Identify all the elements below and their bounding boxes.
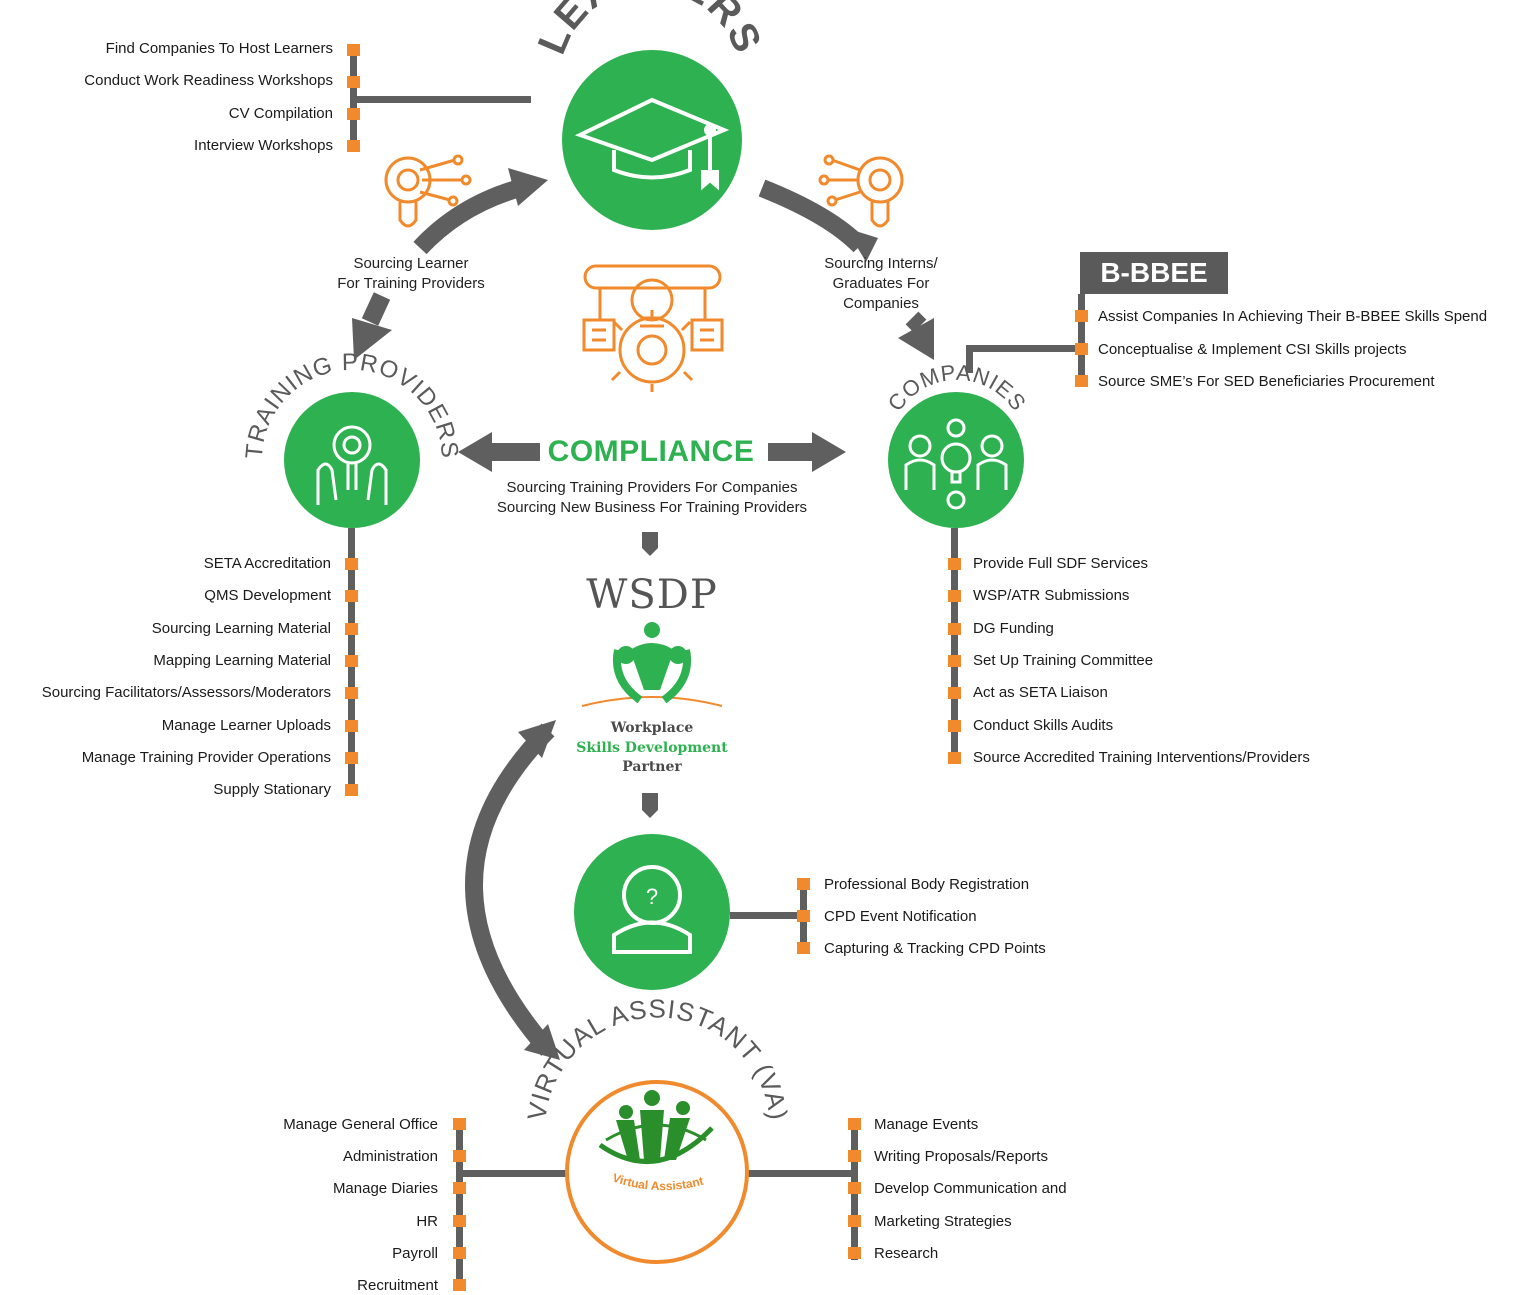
learners-node: LEARNERS <box>530 0 768 230</box>
arrow-compliance-left <box>458 432 540 472</box>
va-people-logo-icon <box>598 1090 714 1164</box>
sourcing-learner-label: Sourcing Learner For Training Providers <box>337 254 485 294</box>
list-item: Find Companies To Host Learners <box>105 40 333 57</box>
label-line: Sourcing New Business For Training Provi… <box>496 499 808 516</box>
list-item: Professional Body Registration <box>824 876 1030 893</box>
wsdp-logo <box>581 622 723 707</box>
compliance-title: COMPLIANCE <box>547 435 755 468</box>
list-item: Recruitment <box>357 1277 438 1294</box>
list-item: Payroll <box>392 1245 438 1262</box>
list-item: Source Accredited Training Interventions… <box>973 749 1310 766</box>
label-line: Sourcing Learner <box>353 255 469 272</box>
list-item: CPD Event Notification <box>824 908 977 925</box>
list-item: Set Up Training Committee <box>973 652 1154 669</box>
list-item: Mapping Learning Material <box>153 652 331 669</box>
arrow-learners-to-tp-top <box>413 179 523 255</box>
arrow-compliance-right <box>768 432 846 472</box>
label-line: Graduates For <box>832 275 930 292</box>
list-item: Conduct Work Readiness Workshops <box>84 72 333 89</box>
list-item: Manage General Office <box>283 1116 438 1133</box>
tech-head-icon-left <box>384 154 472 228</box>
arrowhead-down-left <box>352 318 392 360</box>
arrowhead-top-curve <box>518 720 556 758</box>
list-item: Source SME’s For SED Beneficiaries Procu… <box>1098 373 1435 390</box>
label-line: Sourcing Interns/ <box>824 255 938 272</box>
question-mark-icon: ? <box>646 884 658 909</box>
list-item: Provide Full SDF Services <box>973 555 1149 572</box>
arrow-double-curve <box>465 723 555 1056</box>
question-person-icon <box>612 865 692 954</box>
arrowhead-down-right-partial <box>846 228 878 262</box>
arrowhead-up-right <box>508 168 548 206</box>
graduation-cap-icon <box>574 97 730 191</box>
list-item: Supply Stationary <box>213 781 331 798</box>
list-item: DG Funding <box>973 620 1054 637</box>
list-item: HR <box>416 1213 438 1230</box>
wsdp-tagline-1: Workplace <box>610 720 694 736</box>
list-item: Manage Learner Uploads <box>161 717 331 734</box>
team-people-icon <box>904 418 1008 510</box>
list-item: Writing Proposals/Reports <box>874 1148 1048 1165</box>
flow-arrows <box>352 168 934 1060</box>
list-item: Develop Communication and <box>874 1180 1067 1197</box>
wsdp-title: WSDP <box>586 572 718 618</box>
professional-node: ? <box>574 834 730 990</box>
lightbulb-gear-icon <box>582 264 724 392</box>
list-item: Manage Training Provider Operations <box>81 749 331 766</box>
label-line: Sourcing Training Providers For Companie… <box>506 479 798 496</box>
va-node: Virtual Assistant VIRTUAL ASSISTANT (VA) <box>521 993 793 1264</box>
training-providers-node: TRAINING PROVIDERS <box>241 349 462 528</box>
list-item: Sourcing Learning Material <box>151 620 331 637</box>
list-item: Conceptualise & Implement CSI Skills pro… <box>1098 341 1407 358</box>
list-item: SETA Accreditation <box>203 555 331 572</box>
list-item: Act as SETA Liaison <box>973 684 1108 701</box>
list-item: CV Compilation <box>228 105 333 122</box>
list-item: Marketing Strategies <box>874 1213 1012 1230</box>
wsdp-tagline-2: Skills Development <box>576 740 728 756</box>
list-item: Manage Diaries <box>332 1180 438 1197</box>
hands-lightbulb-icon <box>316 425 388 505</box>
list-item: Administration <box>342 1148 438 1165</box>
list-item: Assist Companies In Achieving Their B-BB… <box>1098 308 1488 325</box>
bullet-bars <box>345 44 1088 1291</box>
arrowhead-down-companies <box>898 318 934 360</box>
sourcing-interns-label: Sourcing Interns/ Graduates For Companie… <box>824 254 937 314</box>
bbbee-title: B-BBEE <box>1080 252 1228 294</box>
companies-node: COMPANIES <box>883 360 1030 528</box>
tech-head-icon-right <box>818 154 904 228</box>
list-item: Interview Workshops <box>194 137 333 154</box>
compliance-subtitle: Sourcing Training Providers For Companie… <box>497 478 807 518</box>
wsdp-tagline-3: Partner <box>622 759 682 775</box>
arrowhead-bottom-curve <box>524 1024 560 1060</box>
arrow-down-wsdp <box>642 532 658 556</box>
arrow-down-prof <box>642 793 658 818</box>
label-line: For Training Providers <box>337 275 485 292</box>
list-item: Capturing & Tracking CPD Points <box>824 940 1046 957</box>
list-item: Research <box>874 1245 939 1262</box>
list-item: QMS Development <box>204 587 331 604</box>
list-item: Sourcing Facilitators/Assessors/Moderato… <box>41 684 331 701</box>
label-line: Companies <box>843 295 919 312</box>
list-item: Manage Events <box>874 1116 979 1133</box>
list-item: WSP/ATR Submissions <box>973 587 1130 604</box>
list-item: Conduct Skills Audits <box>973 717 1114 734</box>
